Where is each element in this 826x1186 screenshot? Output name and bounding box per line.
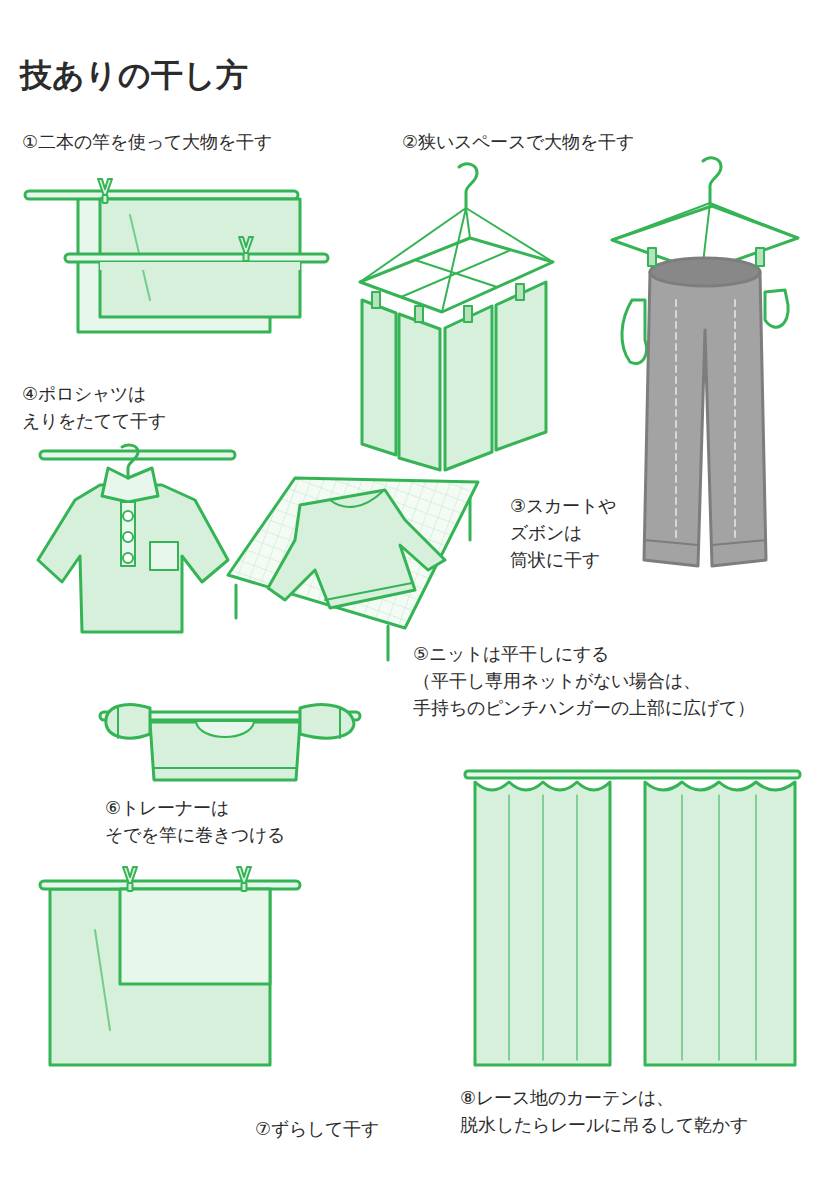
caption: ①二本の竿を使って大物を干す: [22, 128, 272, 155]
caption-line: 筒状に干す: [510, 546, 616, 573]
caption-line: 脱水したらレールに吊るして乾かす: [460, 1111, 748, 1138]
caption-line: えりをたてて干す: [22, 407, 166, 434]
caption: ⑥トレーナーは そでを竿に巻きつける: [105, 794, 285, 848]
page-title: 技ありの干し方: [20, 56, 248, 94]
caption-line: ③スカートや: [510, 492, 616, 519]
caption: ⑤ニットは平干しにする （平干し専用ネットがない場合は、 手持ちのピンチハンガー…: [413, 640, 755, 721]
caption: ②狭いスペースで大物を干す: [402, 128, 634, 155]
caption-line: ⑤ニットは平干しにする: [413, 640, 755, 667]
caption: ④ポロシャツは えりをたてて干す: [22, 380, 166, 434]
caption-line: ②狭いスペースで大物を干す: [402, 128, 634, 155]
caption-line: ⑦ずらして干す: [255, 1115, 379, 1142]
caption-line: （平干し専用ネットがない場合は、: [413, 667, 755, 694]
staggered-sheet: [40, 867, 300, 1065]
caption-line: ①二本の竿を使って大物を干す: [22, 128, 272, 155]
pinch-hanger-trousers: [612, 158, 798, 566]
pinch-hanger-sheet: [360, 164, 553, 470]
caption-line: ⑥トレーナーは: [105, 794, 285, 821]
lace-curtains: [465, 771, 800, 1065]
caption-line: そでを竿に巻きつける: [105, 821, 285, 848]
two-poles-sheet: [25, 179, 328, 332]
caption-line: ⑧レース地のカーテンは、: [460, 1084, 748, 1111]
caption: ③スカートや ズボンは 筒状に干す: [510, 492, 616, 573]
caption: ⑧レース地のカーテンは、 脱水したらレールに吊るして乾かす: [460, 1084, 748, 1138]
polo-shirt: [38, 445, 235, 632]
flat-drying-net: [228, 478, 478, 660]
caption: ⑦ずらして干す: [255, 1115, 379, 1142]
caption-line: ④ポロシャツは: [22, 380, 166, 407]
caption-line: ズボンは: [510, 519, 616, 546]
sweatshirt-on-pole: [100, 705, 360, 780]
caption-line: 手持ちのピンチハンガーの上部に広げて）: [413, 694, 755, 721]
